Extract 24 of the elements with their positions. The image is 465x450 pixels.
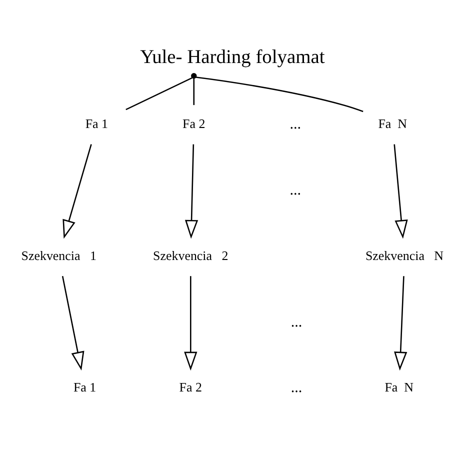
node-text: Fa 2: [182, 116, 206, 131]
label: ...: [290, 380, 302, 396]
connector: [196, 76, 364, 112]
node-text: Szekvencia N: [365, 247, 444, 262]
node-point: [191, 72, 197, 78]
node-text: Szekvencia 2: [153, 247, 228, 262]
label: ...: [290, 182, 302, 198]
connector: [193, 78, 195, 105]
connector: [126, 76, 192, 110]
node-text: Fa 2: [179, 379, 202, 394]
arrow: [62, 275, 84, 370]
node-text: Fa 1: [73, 379, 96, 394]
node-text: Fa N: [378, 116, 408, 131]
arrow: [184, 144, 198, 238]
node-text: Szekvencia 1: [21, 247, 96, 262]
label: ...: [290, 116, 302, 132]
diagram-title: Yule- Harding folyamat: [140, 46, 325, 68]
node-text: Fa N: [384, 379, 414, 394]
arrow: [184, 276, 198, 370]
node-text: Fa 1: [85, 116, 108, 131]
arrow: [394, 276, 408, 370]
label: ...: [290, 314, 302, 330]
arrow: [62, 144, 92, 238]
arrow: [394, 144, 408, 238]
